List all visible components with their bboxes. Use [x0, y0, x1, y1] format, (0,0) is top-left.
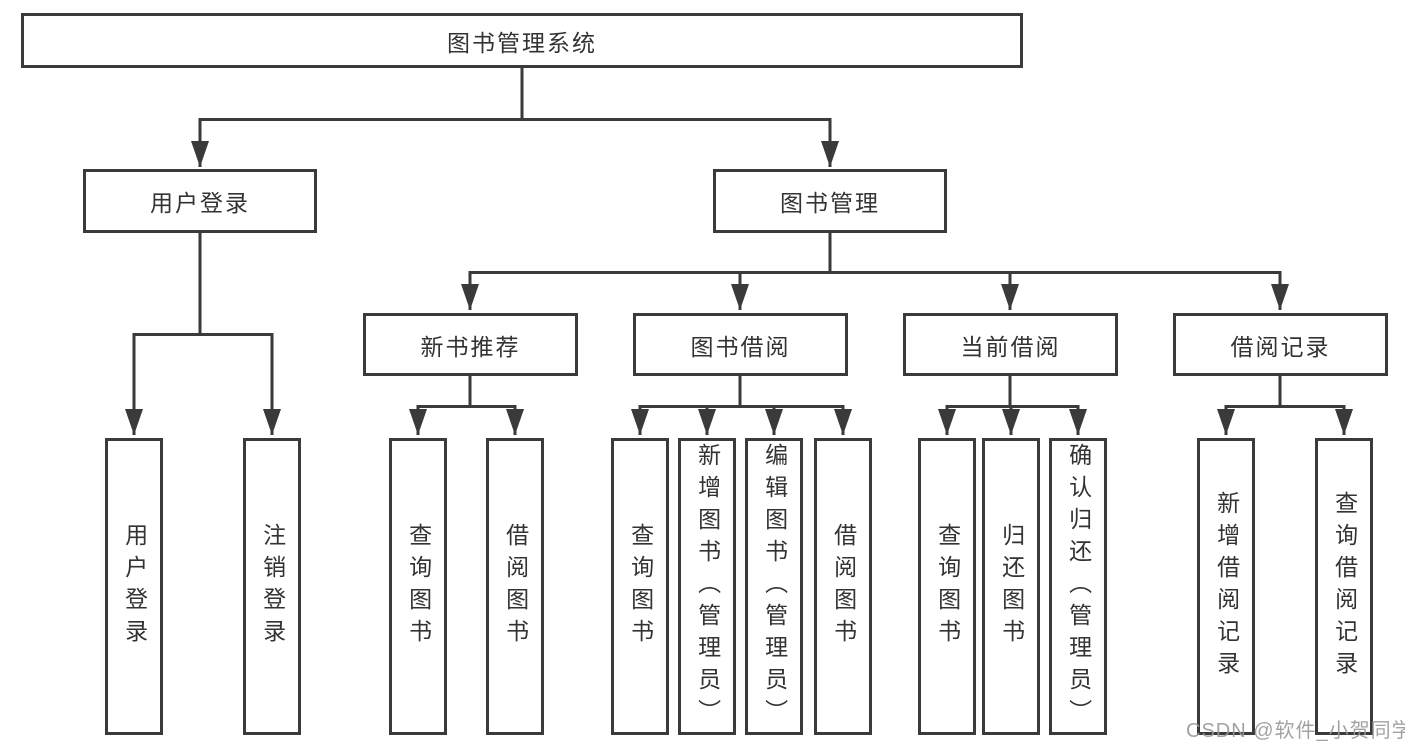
node-label: 编辑图书（管理员）: [761, 442, 788, 731]
leaf-query-books-borrow: 查询图书: [611, 438, 669, 735]
node-label: 用户登录: [121, 522, 148, 651]
node-label: 确认归还（管理员）: [1065, 442, 1092, 731]
leaf-query-borrow-record: 查询借阅记录: [1315, 438, 1373, 735]
leaf-query-books-recommend: 查询图书: [389, 438, 447, 735]
node-label: 查询图书: [934, 522, 961, 651]
leaf-add-book-admin: 新增图书（管理员）: [678, 438, 736, 735]
node-root-library-system: 图书管理系统: [21, 13, 1023, 68]
leaf-return-book: 归还图书: [982, 438, 1040, 735]
node-label: 注销登录: [259, 522, 286, 651]
csdn-watermark: CSDN @软件_小贺同学: [1186, 720, 1405, 742]
node-label: 归还图书: [998, 522, 1025, 651]
node-borrowing-records: 借阅记录: [1173, 313, 1388, 376]
node-current-borrowing: 当前借阅: [903, 313, 1118, 376]
node-book-borrowing: 图书借阅: [633, 313, 848, 376]
node-book-management: 图书管理: [713, 169, 947, 233]
leaf-confirm-return-admin: 确认归还（管理员）: [1049, 438, 1107, 735]
leaf-user-login: 用户登录: [105, 438, 163, 735]
node-new-book-recommendation: 新书推荐: [363, 313, 578, 376]
node-label: 新增图书（管理员）: [694, 442, 721, 731]
node-label: 图书管理系统: [447, 29, 597, 56]
node-label: 查询图书: [405, 522, 432, 651]
node-label: 借阅记录: [1230, 333, 1331, 360]
node-label: 当前借阅: [960, 333, 1061, 360]
node-label: 查询图书: [627, 522, 654, 651]
leaf-query-books-current: 查询图书: [918, 438, 976, 735]
leaf-borrow-books: 借阅图书: [814, 438, 872, 735]
node-label: 图书借阅: [690, 333, 791, 360]
node-label: 用户登录: [150, 190, 250, 216]
node-label: 借阅图书: [830, 522, 857, 651]
leaf-add-borrow-record: 新增借阅记录: [1197, 438, 1255, 735]
leaf-borrow-books-recommend: 借阅图书: [486, 438, 544, 735]
node-user-login: 用户登录: [83, 169, 317, 233]
leaf-edit-book-admin: 编辑图书（管理员）: [745, 438, 803, 735]
leaf-logout: 注销登录: [243, 438, 301, 735]
node-label: 新书推荐: [420, 333, 521, 360]
node-label: 借阅图书: [502, 522, 529, 651]
node-label: 新增借阅记录: [1213, 490, 1240, 683]
node-label: 查询借阅记录: [1331, 490, 1358, 683]
node-label: 图书管理: [780, 190, 880, 216]
